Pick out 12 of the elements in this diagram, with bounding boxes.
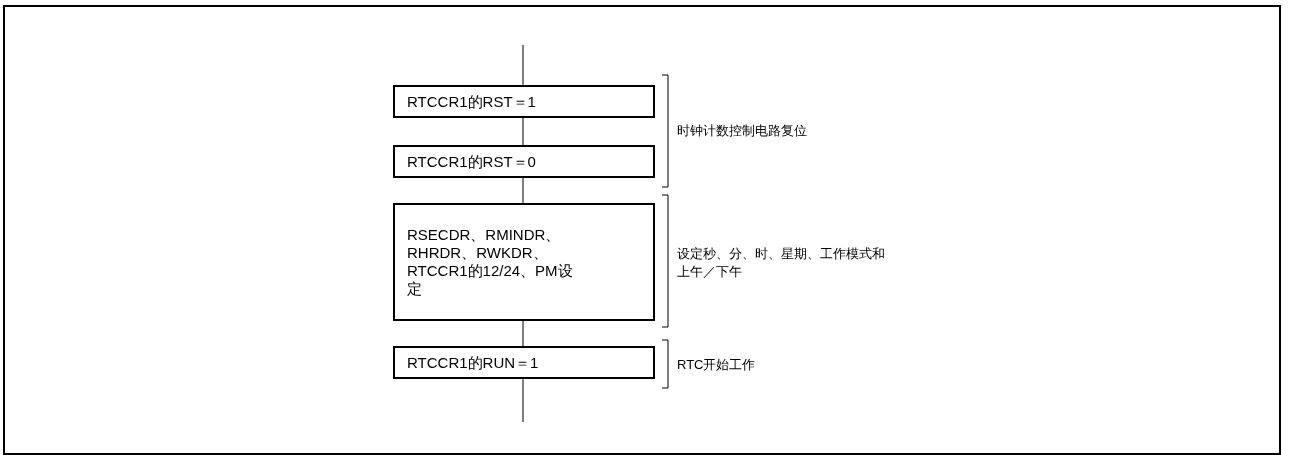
connector-line — [522, 117, 524, 146]
process-box: RTCCR1的RST＝1 — [393, 85, 655, 118]
annotation-text: 时钟计数控制电路复位 — [677, 122, 807, 140]
annotation-text: 设定秒、分、时、星期、工作模式和上午／下午 — [677, 245, 886, 281]
process-box: RTCCR1的RST＝0 — [393, 145, 655, 178]
annotation-text: RTC开始工作 — [677, 356, 756, 374]
connector-line — [522, 44, 524, 86]
connector-line — [522, 378, 524, 423]
connector-line — [522, 177, 524, 204]
process-box: RTCCR1的RUN＝1 — [393, 346, 655, 379]
connector-line — [522, 320, 524, 347]
process-box: RSECDR、RMINDR、RHRDR、RWKDR、RTCCR1的12/24、PM设定 — [393, 203, 655, 321]
